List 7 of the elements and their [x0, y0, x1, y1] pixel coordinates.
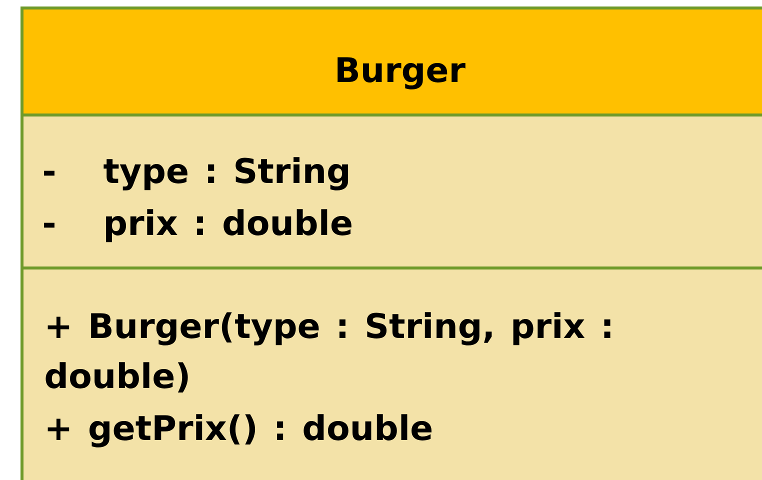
- visibility-marker: -: [44, 170, 54, 176]
- attribute-text: prix : double: [106, 209, 352, 242]
- class-name: Burger: [338, 57, 466, 90]
- visibility-marker: -: [44, 222, 54, 228]
- method-text: + getPrix() : double: [48, 414, 432, 448]
- attribute-text: type : String: [104, 157, 348, 190]
- method-text: + Burger(type : String, prix : double): [46, 312, 610, 392]
